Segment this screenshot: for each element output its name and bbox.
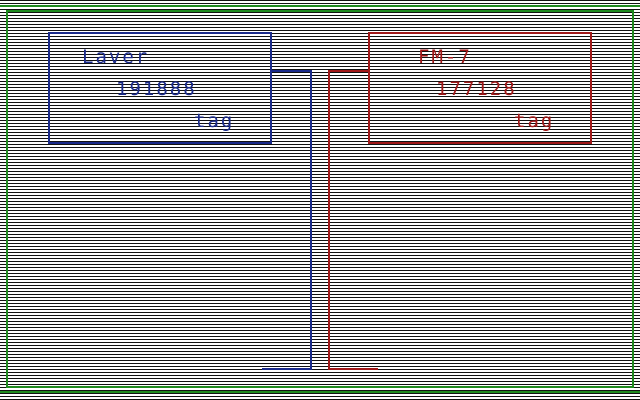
right-player-name: FM-7 <box>418 46 472 68</box>
frame-bottom-inner <box>8 386 632 388</box>
right-player-panel: FM-7 177128 tag <box>368 32 592 144</box>
right-play-column <box>328 70 370 370</box>
left-base-marker <box>262 368 312 370</box>
frame-top-inner <box>8 10 632 12</box>
frame-top-outer <box>0 5 640 7</box>
frame-right <box>632 10 634 388</box>
right-player-label: tag <box>514 110 555 132</box>
left-player-name: Laver <box>82 46 150 68</box>
frame-left <box>6 10 8 388</box>
left-play-column <box>270 70 312 370</box>
left-player-label: tag <box>194 110 235 132</box>
right-player-score: 177128 <box>436 78 517 100</box>
left-player-panel: Laver 191888 tag <box>48 32 272 144</box>
left-player-score: 191888 <box>116 78 197 100</box>
frame-bottom-outer <box>0 391 640 393</box>
right-base-marker <box>328 368 378 370</box>
